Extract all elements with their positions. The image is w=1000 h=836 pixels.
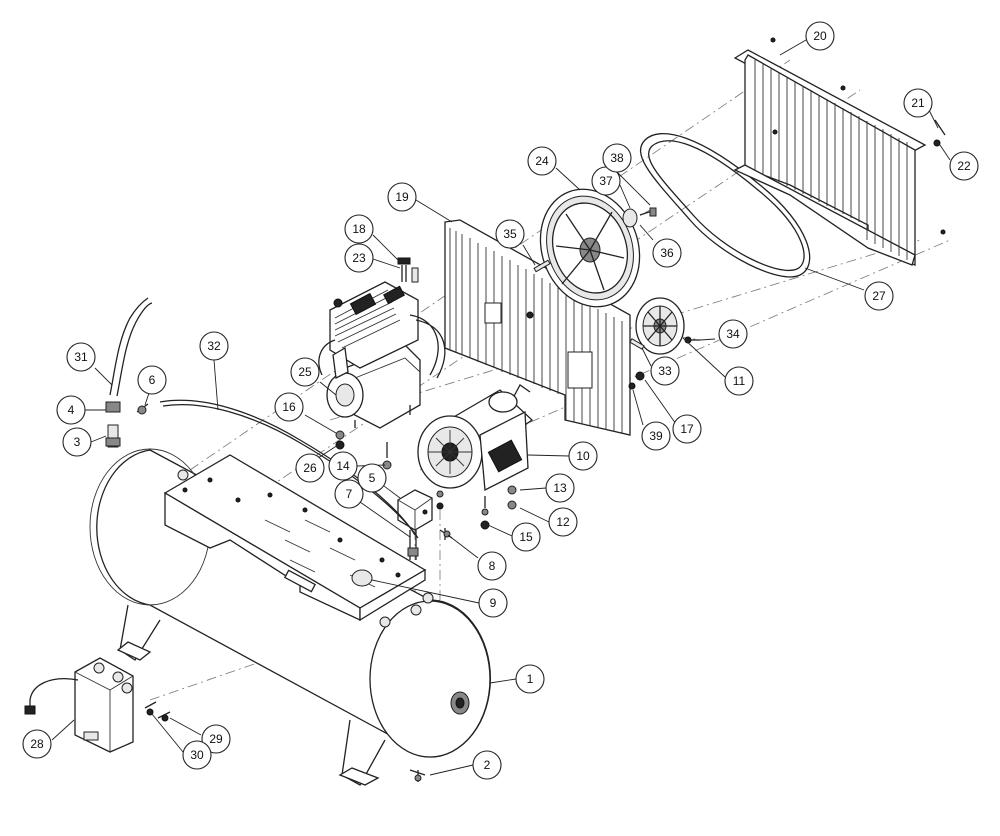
belt-guard-rear — [444, 219, 631, 436]
svg-text:2: 2 — [484, 758, 491, 772]
svg-text:35: 35 — [503, 227, 517, 241]
svg-text:17: 17 — [680, 422, 694, 436]
callout-15: 15 — [511, 522, 541, 552]
callout-21: 21 — [903, 88, 933, 118]
svg-text:10: 10 — [576, 449, 590, 463]
callout-35: 35 — [495, 219, 525, 249]
callout-32: 32 — [199, 331, 229, 361]
svg-text:19: 19 — [395, 190, 409, 204]
svg-text:4: 4 — [68, 403, 75, 417]
callout-9: 9 — [478, 588, 508, 618]
callout-8: 8 — [477, 551, 507, 581]
callout-34: 34 — [718, 319, 748, 349]
svg-text:12: 12 — [556, 515, 570, 529]
svg-text:31: 31 — [74, 350, 88, 364]
svg-text:29: 29 — [209, 732, 223, 746]
callout-36: 36 — [652, 238, 682, 268]
svg-text:36: 36 — [660, 246, 674, 260]
svg-text:6: 6 — [149, 373, 156, 387]
callout-20: 20 — [805, 21, 835, 51]
callout-19: 19 — [387, 182, 417, 212]
svg-text:8: 8 — [489, 559, 496, 573]
callout-7: 7 — [334, 479, 364, 509]
svg-text:34: 34 — [726, 327, 740, 341]
callout-14: 14 — [328, 451, 358, 481]
svg-text:1: 1 — [527, 672, 534, 686]
svg-text:28: 28 — [30, 737, 44, 751]
callout-2: 2 — [472, 750, 502, 780]
electric-motor — [417, 384, 534, 530]
svg-text:14: 14 — [336, 459, 350, 473]
pump-bolts — [335, 430, 392, 470]
svg-text:13: 13 — [553, 481, 567, 495]
callout-12: 12 — [548, 507, 578, 537]
callout-6: 6 — [137, 365, 167, 395]
svg-text:32: 32 — [207, 339, 221, 353]
svg-text:3: 3 — [74, 435, 81, 449]
callout-27: 27 — [864, 281, 894, 311]
callout-5: 5 — [357, 463, 387, 493]
flywheel — [533, 188, 657, 308]
svg-text:5: 5 — [369, 471, 376, 485]
svg-text:9: 9 — [490, 596, 497, 610]
callout-30: 30 — [182, 740, 212, 770]
callout-39: 39 — [641, 421, 671, 451]
svg-text:11: 11 — [733, 374, 746, 388]
svg-text:33: 33 — [658, 364, 672, 378]
callout-23: 23 — [344, 243, 374, 273]
mounting-plate — [163, 454, 427, 622]
callout-13: 13 — [545, 473, 575, 503]
svg-text:39: 39 — [649, 429, 663, 443]
svg-text:25: 25 — [298, 365, 312, 379]
motor-pulley — [628, 297, 700, 390]
callout-18: 18 — [344, 214, 374, 244]
callout-28: 28 — [22, 729, 52, 759]
svg-text:30: 30 — [190, 748, 204, 762]
callout-24: 24 — [527, 146, 557, 176]
callout-33: 33 — [650, 356, 680, 386]
svg-text:20: 20 — [813, 29, 827, 43]
callout-26: 26 — [295, 453, 325, 483]
hoses-fittings — [105, 297, 419, 539]
pressure-switch — [397, 489, 453, 560]
callout-38: 38 — [602, 143, 632, 173]
svg-text:7: 7 — [346, 487, 353, 501]
compressor-pump — [318, 257, 446, 429]
callout-29: 29 — [201, 724, 231, 754]
callout-11: 11 — [724, 366, 754, 396]
callout-37: 37 — [591, 166, 621, 196]
callout-25: 25 — [290, 357, 320, 387]
svg-text:21: 21 — [911, 96, 925, 110]
callout-10: 10 — [568, 441, 598, 471]
svg-text:18: 18 — [352, 222, 366, 236]
v-belt — [639, 133, 811, 278]
svg-text:37: 37 — [599, 174, 613, 188]
svg-text:26: 26 — [303, 461, 317, 475]
svg-text:38: 38 — [610, 151, 624, 165]
callout-17: 17 — [672, 414, 702, 444]
svg-text:24: 24 — [535, 154, 549, 168]
svg-text:15: 15 — [519, 530, 533, 544]
callout-22: 22 — [949, 151, 979, 181]
svg-text:23: 23 — [352, 251, 366, 265]
belt-guard-front — [733, 37, 946, 266]
svg-text:27: 27 — [872, 289, 886, 303]
callout-4: 4 — [56, 395, 86, 425]
callout-1: 1 — [515, 664, 545, 694]
svg-text:22: 22 — [957, 159, 971, 173]
electrical-box — [24, 657, 171, 753]
callout-31: 31 — [66, 342, 96, 372]
svg-text:16: 16 — [282, 400, 296, 414]
callout-16: 16 — [274, 392, 304, 422]
callout-3: 3 — [62, 427, 92, 457]
